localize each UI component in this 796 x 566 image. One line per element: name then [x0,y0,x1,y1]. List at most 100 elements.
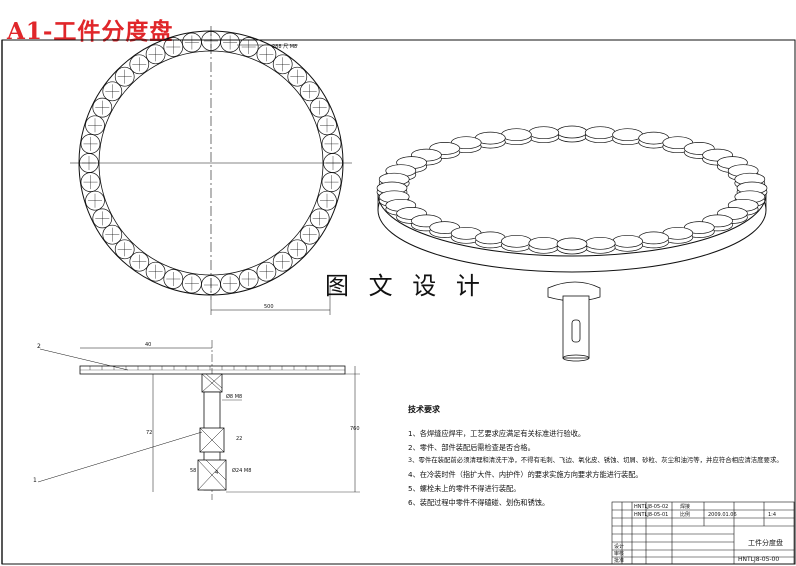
pocket-circle [163,37,184,57]
iso-puck [528,236,560,254]
pocket-circle [145,261,166,282]
pocket-circle [201,275,221,295]
pocket-circle [287,239,308,260]
pocket-circle [299,81,320,102]
pocket-circle [201,31,221,51]
iso-puck [450,136,482,154]
iso-puck [612,128,643,146]
pocket-circle [163,269,184,289]
iso-puck [612,234,643,252]
pocket-circle [309,208,330,229]
title-block-cell-2: HNTLJ8-05-01 [634,512,668,518]
dim-bottom-left: 58 [190,468,196,474]
iso-puck [584,126,616,144]
pocket-circle [182,32,202,53]
title-block-cell-7: 设计 [614,543,624,550]
iso-puck [662,226,694,244]
pocket-circle [129,251,150,272]
dim-top-diameter: 288 尺 M8 [272,44,297,50]
iso-puck [501,128,532,146]
dim-overall-height: 760 [350,426,360,432]
iso-puck [638,131,670,149]
pocket-circle [317,190,337,211]
title-block-cell-8: 审核 [614,550,624,557]
pocket-circle [323,153,343,173]
top-view: 288 尺 M8 500 [70,26,352,315]
pocket-circle [114,66,135,87]
pocket-circle [182,273,202,294]
pocket-circle [321,172,342,192]
top-view-pockets [79,31,343,295]
note-item: 5、螺栓未上的零件不得进行装配。 [408,483,521,493]
pocket-circle [220,273,240,294]
title-block [611,501,795,565]
pocket-circle [145,44,166,65]
pocket-circle [309,97,330,118]
pocket-circle [85,115,105,136]
dim-top-width: 500 [264,304,274,310]
note-item: 2、零件、部件装配后需检查是否合格。 [408,442,535,452]
leader-2 [39,348,129,371]
dim-shaft: 22 [236,436,242,442]
pocket-circle [238,269,259,289]
title-block-cell-9: 批准 [614,557,624,564]
dim-side-height: 72 [146,430,152,436]
iso-puck [501,234,532,252]
isometric-view [376,125,768,362]
dim-bottom-mid: 4 [215,470,218,476]
technical-notes: 技术要求 1、各焊缝应焊牢，工艺要求应满足有关标准进行验收。 2、零件、部件装配… [408,403,783,510]
pocket-circle [238,37,259,57]
dim-side-top: 40 [145,342,151,348]
dim-hole-note: Ø8 M8 [226,393,242,400]
pocket-circle [114,239,135,260]
title-block-cell-6: 1:4 [768,512,776,518]
pocket-circle [102,81,123,102]
pocket-circle [299,224,320,245]
balloon-2: 2 [37,343,41,350]
title-block-cell-1: HNTLJ8-05-02 [634,504,668,510]
pocket-circle [321,134,342,154]
pocket-circle [79,153,99,173]
dim-bottom-right: Ø24 M8 [232,467,251,474]
iso-puck [528,126,560,144]
pocket-circle [317,115,337,136]
note-item: 1、各焊缝应焊牢，工艺要求应满足有关标准进行验收。 [408,428,586,438]
pocket-circle [287,66,308,87]
title-block-cell-5: 2009.01.06 [708,512,737,518]
iso-puck [396,207,427,224]
iso-pucks [376,125,768,255]
iso-keyway [571,319,581,343]
iso-puck [683,221,715,238]
pocket-circle [256,261,277,282]
balloon-1: 1 [33,477,37,484]
pocket-circle [80,134,101,154]
iso-puck [556,125,588,143]
iso-puck [638,231,670,249]
iso-shaft [562,295,590,359]
pocket-circle [220,32,240,53]
pocket-circle [102,224,123,245]
pocket-circle [129,54,150,75]
note-item: 3、零件在装配前必须清理和清洗干净，不得有毛刺、飞边、氧化皮、锈蚀、切屑、砂粒、… [408,456,783,465]
notes-heading: 技术要求 [408,405,440,414]
title-block-drawing-number: HNTLJ8-05-00 [738,556,779,563]
iso-puck [584,236,616,254]
pocket-circle [92,208,113,229]
iso-puck [450,226,482,244]
pocket-circle [272,54,293,75]
pocket-circle [272,251,293,272]
watermark: 图 文 设 计 [325,272,486,300]
title-block-name: 工件分度盘 [748,538,783,547]
pocket-circle [85,190,105,211]
side-view: 40 72 760 Ø8 M8 22 58 4 Ø24 M8 2 1 [33,340,360,500]
side-plate-ticks [89,366,331,370]
iso-puck [556,237,588,255]
title-block-cell-3: 焊接 [680,503,690,510]
pocket-circle [92,97,113,118]
note-item: 4、在冷装时件（指扩大件、内护件）的要求实施方向要求方能进行装配。 [408,470,643,480]
note-item: 6、装配过程中零件不得磕碰、划伤和锈蚀。 [408,497,550,507]
iso-puck [474,231,506,249]
title-block-cell-4: 比例 [680,511,690,518]
leader-1 [37,431,203,483]
